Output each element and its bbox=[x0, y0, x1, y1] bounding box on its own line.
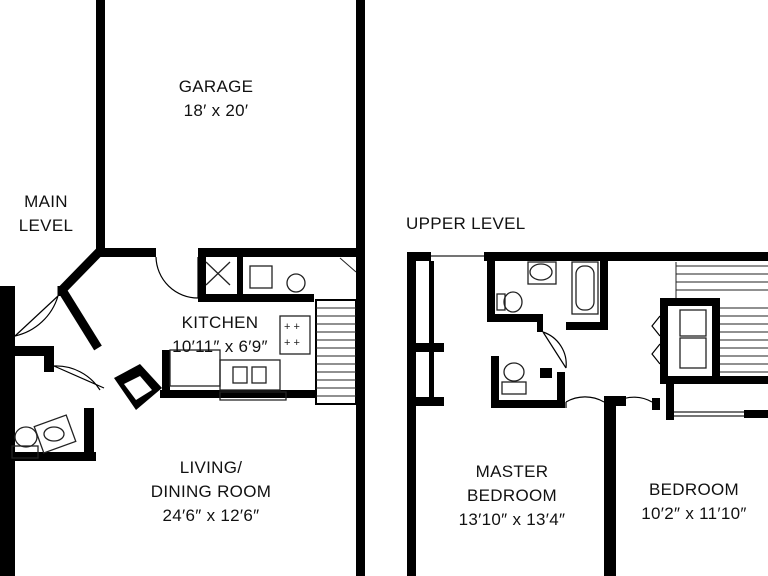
garage-label: GARAGE 18′ x 20′ bbox=[150, 75, 282, 123]
upper-fixtures bbox=[431, 255, 744, 417]
living-size: 24′6″ x 12′6″ bbox=[162, 506, 260, 525]
upper-level-walls bbox=[407, 252, 768, 576]
living-name-line2: DINING ROOM bbox=[150, 482, 272, 501]
main-level-heading: MAIN LEVEL bbox=[10, 190, 82, 238]
cooktop-burners: + + + + bbox=[284, 321, 300, 349]
master-name-line1: MASTER bbox=[475, 462, 549, 481]
garage-size: 18′ x 20′ bbox=[183, 101, 249, 120]
garage-name: GARAGE bbox=[178, 77, 254, 96]
upper-level-heading-text: UPPER LEVEL bbox=[406, 214, 526, 233]
garage-door bbox=[155, 256, 199, 299]
bedroom-label: BEDROOM 10′2″ x 11′10″ bbox=[624, 478, 764, 526]
bedroom-size: 10′2″ x 11′10″ bbox=[641, 504, 747, 523]
powder-room-door bbox=[53, 365, 105, 391]
entry-angled-walls bbox=[57, 246, 105, 351]
main-stairs bbox=[315, 257, 357, 405]
bedroom-name: BEDROOM bbox=[649, 480, 739, 499]
kitchen-fixtures bbox=[169, 261, 311, 401]
upper-doors bbox=[542, 315, 661, 408]
main-level-heading-line1: MAIN bbox=[24, 192, 68, 211]
master-bedroom-label: MASTER BEDROOM 13′10″ x 13′4″ bbox=[440, 460, 584, 532]
kitchen-name: KITCHEN bbox=[181, 313, 259, 332]
closet-pillar bbox=[114, 364, 162, 410]
svg-text:+ +: + + bbox=[284, 321, 300, 333]
kitchen-label: KITCHEN 10′11″ x 6′9″ bbox=[160, 311, 280, 359]
upper-stairs bbox=[675, 262, 768, 373]
main-level-heading-line2: LEVEL bbox=[18, 216, 74, 235]
living-name-line1: LIVING/ bbox=[179, 458, 243, 477]
upper-small-fixture bbox=[540, 368, 552, 378]
main-level-walls bbox=[0, 0, 365, 576]
kitchen-size: 10′11″ x 6′9″ bbox=[172, 337, 268, 356]
master-size: 13′10″ x 13′4″ bbox=[458, 510, 566, 529]
powder-room-fixtures bbox=[11, 414, 77, 459]
master-name-line2: BEDROOM bbox=[467, 486, 557, 505]
svg-text:+ +: + + bbox=[284, 337, 300, 349]
living-dining-label: LIVING/ DINING ROOM 24′6″ x 12′6″ bbox=[118, 456, 304, 528]
entry-door bbox=[14, 295, 59, 337]
upper-level-heading: UPPER LEVEL bbox=[406, 212, 536, 236]
